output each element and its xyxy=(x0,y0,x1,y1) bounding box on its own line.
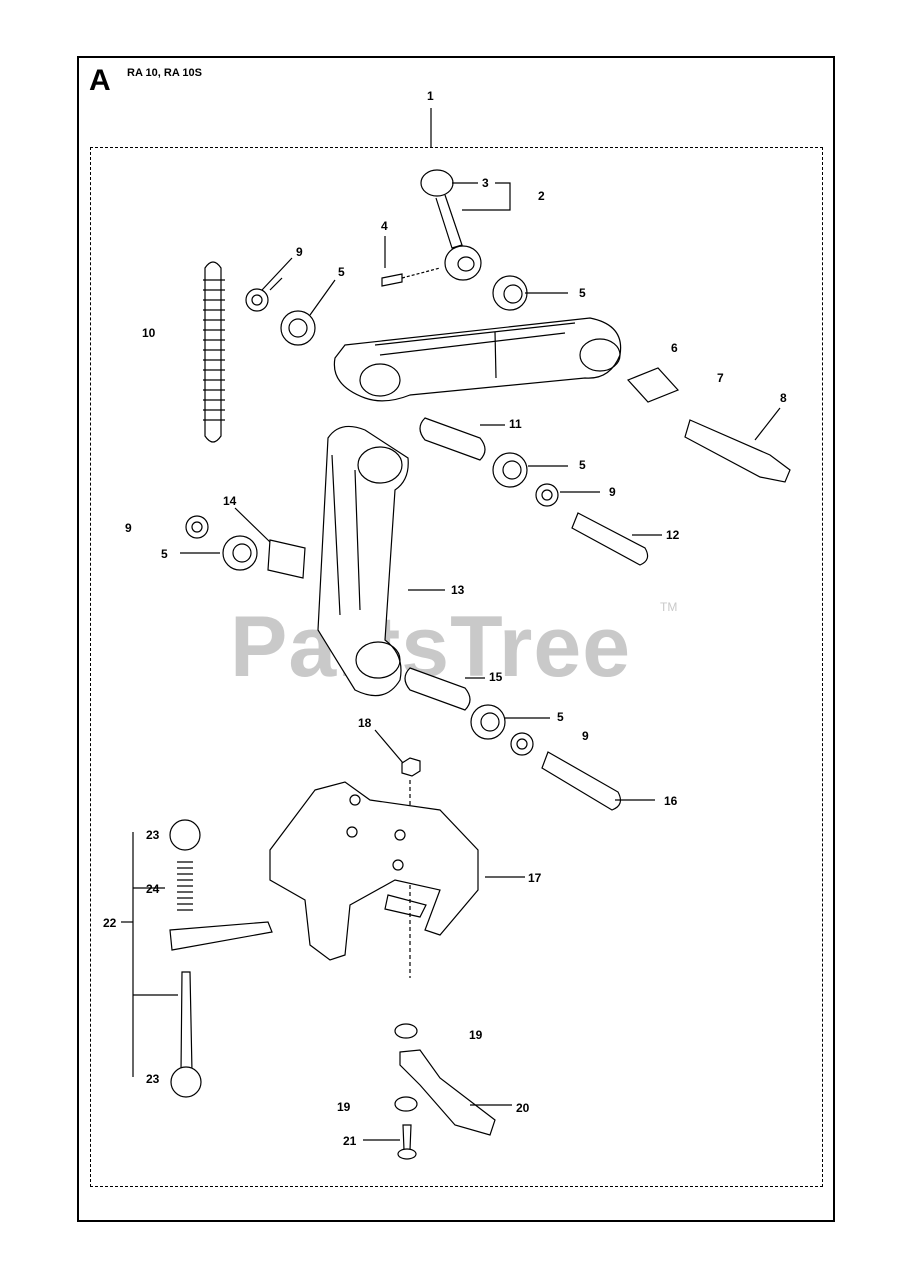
watermark-trademark: TM xyxy=(660,600,678,614)
callout-23a: 23 xyxy=(146,828,160,842)
callout-20: 20 xyxy=(516,1101,530,1115)
handle-part xyxy=(420,169,482,281)
callout-19a: 19 xyxy=(469,1028,483,1042)
assembly-boundary xyxy=(90,147,823,1187)
callout-5d: 5 xyxy=(161,547,168,561)
callout-2: 2 xyxy=(538,189,545,203)
callout-9d: 9 xyxy=(582,729,589,743)
callout-18: 18 xyxy=(358,716,372,730)
callout-19b: 19 xyxy=(337,1100,351,1114)
callout-6: 6 xyxy=(671,341,678,355)
callout-11: 11 xyxy=(509,417,522,431)
callout-8: 8 xyxy=(780,391,787,405)
spring-part xyxy=(203,261,225,443)
callout-5a: 5 xyxy=(338,265,345,279)
bearing-parts xyxy=(222,275,528,740)
callout-24: 24 xyxy=(146,882,160,896)
lower-arm-part xyxy=(317,425,409,697)
bracket-part xyxy=(269,781,479,961)
callout-21: 21 xyxy=(343,1134,357,1148)
callout-14: 14 xyxy=(223,494,237,508)
callout-3: 3 xyxy=(482,176,489,190)
diagram-frame xyxy=(77,56,835,1222)
upper-arm-part xyxy=(333,317,622,402)
callout-22: 22 xyxy=(103,916,117,930)
callout-17: 17 xyxy=(528,871,542,885)
callout-5e: 5 xyxy=(557,710,564,724)
model-label: RA 10, RA 10S xyxy=(127,67,202,79)
callout-9a: 9 xyxy=(296,245,303,259)
callout-10: 10 xyxy=(142,326,156,340)
callout-13: 13 xyxy=(451,583,465,597)
callout-12: 12 xyxy=(666,528,680,542)
callout-15: 15 xyxy=(489,670,503,684)
callout-1: 1 xyxy=(427,89,434,103)
callout-4: 4 xyxy=(381,219,388,233)
callout-9b: 9 xyxy=(609,485,616,499)
callout-5c: 5 xyxy=(579,458,586,472)
callout-23b: 23 xyxy=(146,1072,160,1086)
callout-16: 16 xyxy=(664,794,678,808)
callout-7: 7 xyxy=(717,371,724,385)
section-letter: A xyxy=(89,64,111,97)
callout-5b: 5 xyxy=(579,286,586,300)
callout-9c: 9 xyxy=(125,521,132,535)
washer-parts xyxy=(185,288,559,756)
